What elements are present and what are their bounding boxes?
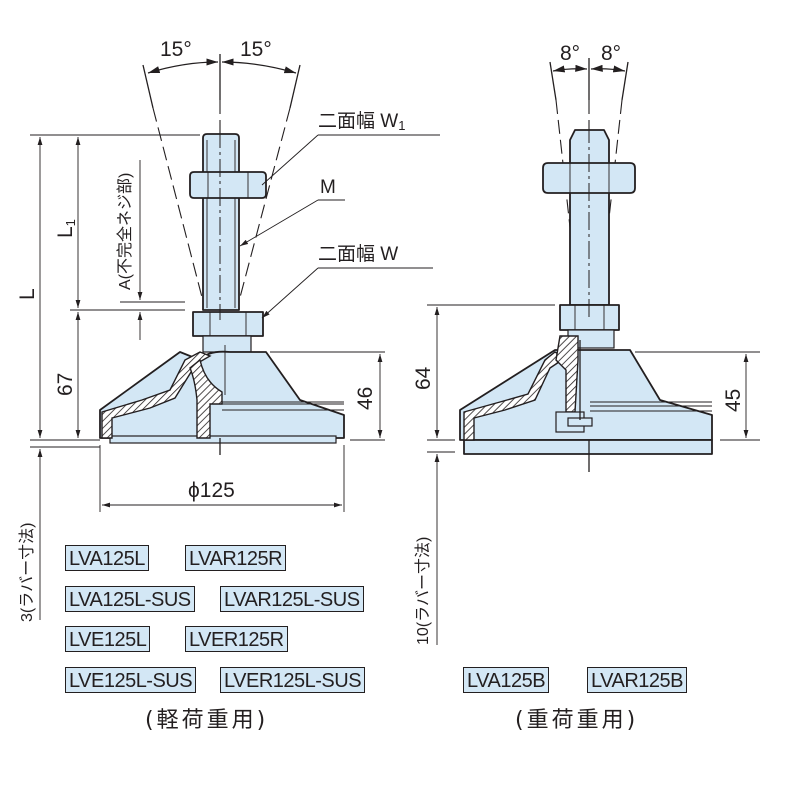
right-dimensions: 64 45 10(ラバー寸法) (412, 304, 760, 645)
dim-body-height-45: 45 (722, 389, 745, 412)
dim-base-height-64: 64 (412, 366, 435, 390)
model-tag: LVAR125B (587, 667, 687, 693)
left-bolt (189, 130, 267, 353)
right-bolt (542, 125, 636, 349)
dim-rubber-3: 3(ラバー寸法) (18, 523, 36, 622)
callout-across-flats-w: 二面幅 W (318, 243, 398, 265)
left-leveling-foot: 15° 15° (16, 38, 440, 622)
callout-thread-m: M (320, 177, 336, 198)
model-tag: LVA125B (463, 667, 550, 693)
left-dimensions: L L1 67 A(不完全ネジ部) 46 ϕ125 3(ラバー寸法) (16, 134, 385, 622)
dim-thread-length-L1: L1 (54, 219, 78, 238)
dim-diameter-125: ϕ125 (188, 479, 235, 502)
callout-across-flats-w1: 二面幅 W1 (318, 110, 405, 133)
model-tag: LVE125L (65, 626, 151, 652)
dim-rubber-10: 10(ラバー寸法) (414, 537, 432, 645)
left-tilt-angle-indicator: 15° 15° (142, 38, 301, 306)
model-tag: LVA125L-SUS (65, 586, 195, 612)
left-angle-left-label: 15° (160, 38, 192, 61)
right-angle-right-label: 8° (601, 42, 621, 65)
left-angle-right-label: 15° (240, 38, 272, 61)
dim-body-height-46: 46 (354, 387, 377, 410)
model-tag: LVER125R (185, 626, 288, 652)
left-callouts: 二面幅 W1 M 二面幅 W (239, 110, 440, 319)
right-leveling-foot: 8° 8° (412, 42, 760, 645)
left-base (99, 345, 345, 455)
model-tag: LVER125L-SUS (220, 667, 366, 693)
dim-overall-length-L: L (16, 288, 39, 300)
right-base (459, 335, 713, 472)
right-angle-left-label: 8° (560, 42, 580, 65)
dim-incomplete-thread-A: A(不完全ネジ部) (116, 173, 134, 290)
right-caption-heavy-load: (重荷重用) (515, 708, 639, 733)
model-tag: LVA125L (65, 545, 149, 571)
model-tag: LVE125L-SUS (65, 667, 197, 693)
model-tag: LVAR125R (185, 545, 287, 571)
dim-base-height-67: 67 (54, 373, 77, 396)
left-caption-light-load: (軽荷重用) (145, 708, 269, 733)
model-tag: LVAR125L-SUS (220, 586, 364, 612)
